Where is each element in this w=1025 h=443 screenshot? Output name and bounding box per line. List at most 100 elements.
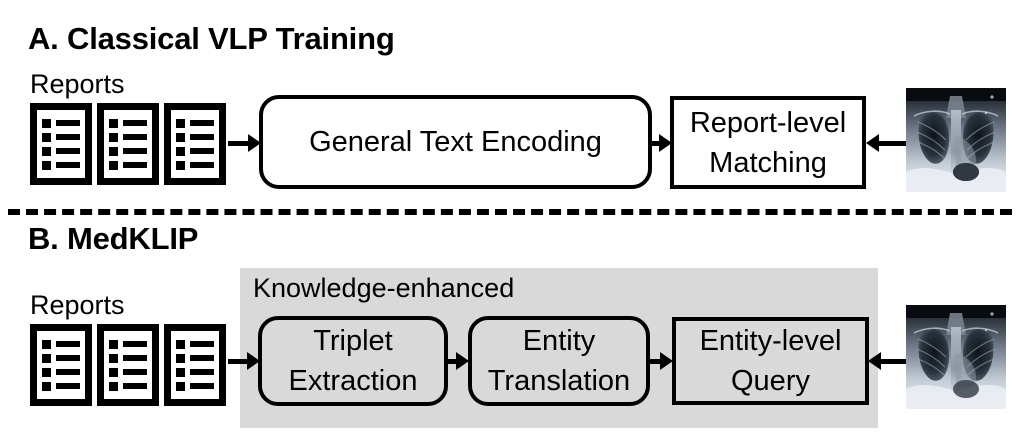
doc-line: [190, 355, 214, 361]
doc-line: [123, 148, 147, 154]
doc-row: [109, 381, 147, 391]
doc-line: [190, 120, 214, 126]
entity-level-query-box: Entity-level Query: [672, 317, 869, 405]
report-document-icon: [97, 103, 159, 185]
arrow-translation-to-query-icon: [649, 352, 673, 370]
doc-line: [190, 134, 214, 140]
report-level-matching-box: Report-level Matching: [670, 96, 866, 189]
doc-line: [123, 369, 147, 375]
doc-line: [56, 383, 80, 389]
doc-row: [176, 353, 214, 363]
general-text-encoding-box: General Text Encoding: [259, 95, 652, 189]
chest-xray-svg: [906, 88, 1006, 192]
report-document-icon: [97, 324, 159, 406]
doc-line: [56, 369, 80, 375]
doc-bullet-icon: [176, 381, 185, 391]
doc-line: [56, 162, 80, 168]
doc-bullet-icon: [109, 118, 118, 128]
doc-line: [190, 383, 214, 389]
chest-xray-svg: [906, 305, 1006, 409]
doc-row: [109, 146, 147, 156]
dashed-divider: [8, 209, 1012, 215]
doc-bullet-icon: [42, 160, 51, 170]
doc-row: [42, 339, 80, 349]
arrow-image-to-query-icon: [868, 352, 908, 370]
doc-bullet-icon: [109, 381, 118, 391]
panel-b-reports-label: Reports: [30, 290, 125, 320]
doc-row: [176, 146, 214, 156]
doc-row: [176, 339, 214, 349]
doc-row: [109, 160, 147, 170]
general-text-encoding-label: General Text Encoding: [309, 126, 602, 158]
doc-bullet-icon: [176, 339, 185, 349]
doc-bullet-icon: [176, 132, 185, 142]
doc-row: [42, 353, 80, 363]
entity-translation-box: Entity Translation: [468, 316, 650, 406]
doc-row: [42, 160, 80, 170]
chest-xray-image-a: [906, 88, 1006, 192]
doc-bullet-icon: [176, 118, 185, 128]
doc-row: [42, 118, 80, 128]
doc-bullet-icon: [176, 160, 185, 170]
doc-bullet-icon: [42, 367, 51, 377]
doc-line: [123, 355, 147, 361]
knowledge-enhanced-label: Knowledge-enhanced: [253, 273, 515, 303]
doc-row: [176, 118, 214, 128]
arrow-reports-to-triplet-extraction-icon: [228, 352, 260, 370]
doc-line: [56, 148, 80, 154]
doc-line: [190, 148, 214, 154]
doc-row: [109, 118, 147, 128]
panel-b-title: B. MedKLIP: [28, 221, 199, 256]
doc-bullet-icon: [109, 160, 118, 170]
doc-bullet-icon: [42, 353, 51, 363]
report-document-icon: [30, 324, 92, 406]
doc-row: [176, 381, 214, 391]
doc-row: [176, 160, 214, 170]
doc-row: [109, 132, 147, 142]
triplet-extraction-label: Triplet Extraction: [288, 325, 418, 397]
chest-xray-image-b: [906, 305, 1006, 409]
report-document-icon: [164, 324, 226, 406]
entity-level-query-label: Entity-level Query: [699, 325, 842, 397]
doc-bullet-icon: [109, 132, 118, 142]
doc-row: [176, 367, 214, 377]
doc-row: [109, 353, 147, 363]
doc-line: [56, 355, 80, 361]
doc-line: [123, 341, 147, 347]
doc-row: [109, 367, 147, 377]
doc-row: [176, 132, 214, 142]
doc-line: [123, 162, 147, 168]
doc-line: [56, 341, 80, 347]
doc-line: [123, 120, 147, 126]
doc-bullet-icon: [109, 146, 118, 156]
arrow-reports-to-text-encoding-icon: [228, 134, 261, 152]
arrow-text-encoding-to-matching-icon: [650, 134, 672, 152]
triplet-extraction-box: Triplet Extraction: [258, 316, 448, 406]
report-document-icon: [164, 103, 226, 185]
doc-bullet-icon: [42, 146, 51, 156]
report-document-icon: [30, 103, 92, 185]
doc-bullet-icon: [176, 353, 185, 363]
doc-line: [123, 383, 147, 389]
panel-a-title: A. Classical VLP Training: [28, 21, 395, 56]
doc-row: [42, 367, 80, 377]
doc-bullet-icon: [109, 367, 118, 377]
panel-a-report-icons: [30, 103, 231, 185]
doc-line: [190, 162, 214, 168]
doc-line: [123, 134, 147, 140]
entity-translation-label: Entity Translation: [487, 325, 631, 397]
doc-line: [56, 120, 80, 126]
doc-bullet-icon: [109, 353, 118, 363]
doc-line: [190, 341, 214, 347]
doc-bullet-icon: [176, 146, 185, 156]
doc-bullet-icon: [42, 118, 51, 128]
doc-bullet-icon: [109, 339, 118, 349]
arrow-triplet-to-translation-icon: [447, 352, 469, 370]
panel-a-reports-label: Reports: [30, 69, 125, 99]
panel-b-report-icons: [30, 324, 231, 406]
doc-row: [42, 381, 80, 391]
arrow-image-to-matching-icon: [866, 134, 908, 152]
doc-row: [42, 132, 80, 142]
doc-bullet-icon: [176, 367, 185, 377]
